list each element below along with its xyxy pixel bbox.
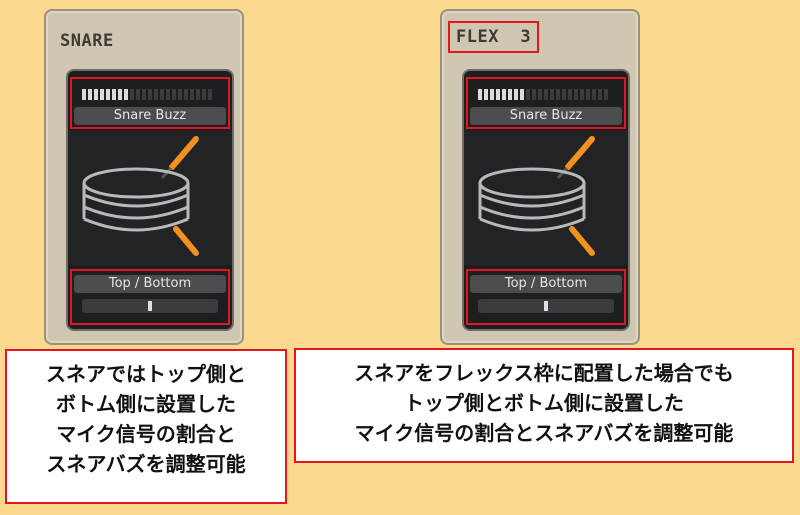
meter-segment [514, 89, 518, 100]
caption-left: スネアではトップ側と ボトム側に設置した マイク信号の割合と スネアバズを調整可… [5, 349, 287, 504]
meter-segment [136, 89, 140, 100]
snare-panel: SNARE Snare Buzz [44, 9, 244, 345]
meter-segment [544, 89, 548, 100]
snare-buzz-meter[interactable] [478, 89, 614, 100]
meter-segment [154, 89, 158, 100]
meter-segment [130, 89, 134, 100]
caption-line: マイク信号の割合とスネアバズを調整可能 [354, 421, 734, 445]
caption-line: トップ側とボトム側に設置した [404, 391, 684, 415]
caption-line: マイク信号の割合と [56, 422, 236, 446]
meter-segment [538, 89, 542, 100]
meter-segment [550, 89, 554, 100]
flex3-panel: FLEX 3 Snare Buzz [440, 9, 640, 345]
meter-segment [94, 89, 98, 100]
snare-buzz-section: Snare Buzz [70, 77, 230, 129]
meter-segment [196, 89, 200, 100]
snare-buzz-meter[interactable] [82, 89, 218, 100]
meter-segment [118, 89, 122, 100]
meter-segment [112, 89, 116, 100]
snare-buzz-label: Snare Buzz [74, 107, 226, 125]
top-bottom-label: Top / Bottom [74, 275, 226, 293]
meter-segment [166, 89, 170, 100]
drum-illustration [464, 131, 628, 265]
meter-segment [490, 89, 494, 100]
meter-segment [562, 89, 566, 100]
caption-line: スネアバズを調整可能 [46, 452, 246, 476]
meter-segment [556, 89, 560, 100]
snare-module: Snare Buzz [66, 69, 234, 331]
meter-segment [88, 89, 92, 100]
caption-line: ボトム側に設置した [56, 392, 236, 416]
meter-segment [568, 89, 572, 100]
panel-title: SNARE [60, 31, 114, 51]
meter-segment [598, 89, 602, 100]
meter-segment [190, 89, 194, 100]
microphone-icon [173, 226, 199, 256]
snare-drum-icon [82, 167, 190, 232]
snare-module: Snare Buzz [462, 69, 630, 331]
meter-segment [508, 89, 512, 100]
meter-segment [586, 89, 590, 100]
caption-line: スネアではトップ側と [46, 362, 246, 386]
meter-segment [496, 89, 500, 100]
meter-segment [208, 89, 212, 100]
slider-knob[interactable] [148, 301, 152, 311]
meter-segment [574, 89, 578, 100]
meter-segment [604, 89, 608, 100]
meter-segment [592, 89, 596, 100]
top-bottom-label: Top / Bottom [470, 275, 622, 293]
meter-segment [148, 89, 152, 100]
meter-segment [502, 89, 506, 100]
meter-segment [82, 89, 86, 100]
meter-segment [100, 89, 104, 100]
drum-illustration [68, 131, 232, 265]
top-bottom-slider[interactable] [82, 299, 218, 313]
caption-right: スネアをフレックス枠に配置した場合でも トップ側とボトム側に設置した マイク信号… [294, 348, 794, 463]
meter-segment [184, 89, 188, 100]
meter-segment [484, 89, 488, 100]
meter-segment [178, 89, 182, 100]
panel-title: FLEX 3 [447, 21, 540, 53]
snare-buzz-section: Snare Buzz [466, 77, 626, 129]
meter-segment [172, 89, 176, 100]
snare-buzz-label: Snare Buzz [470, 107, 622, 125]
microphone-icon [569, 226, 595, 256]
slider-knob[interactable] [544, 301, 548, 311]
meter-segment [202, 89, 206, 100]
meter-segment [532, 89, 536, 100]
meter-segment [142, 89, 146, 100]
meter-segment [520, 89, 524, 100]
top-bottom-section: Top / Bottom [466, 269, 626, 325]
top-bottom-section: Top / Bottom [70, 269, 230, 325]
caption-line: スネアをフレックス枠に配置した場合でも [354, 361, 734, 385]
meter-segment [580, 89, 584, 100]
meter-segment [478, 89, 482, 100]
meter-segment [160, 89, 164, 100]
top-bottom-slider[interactable] [478, 299, 614, 313]
meter-segment [106, 89, 110, 100]
snare-drum-icon [478, 167, 586, 232]
meter-segment [124, 89, 128, 100]
meter-segment [526, 89, 530, 100]
